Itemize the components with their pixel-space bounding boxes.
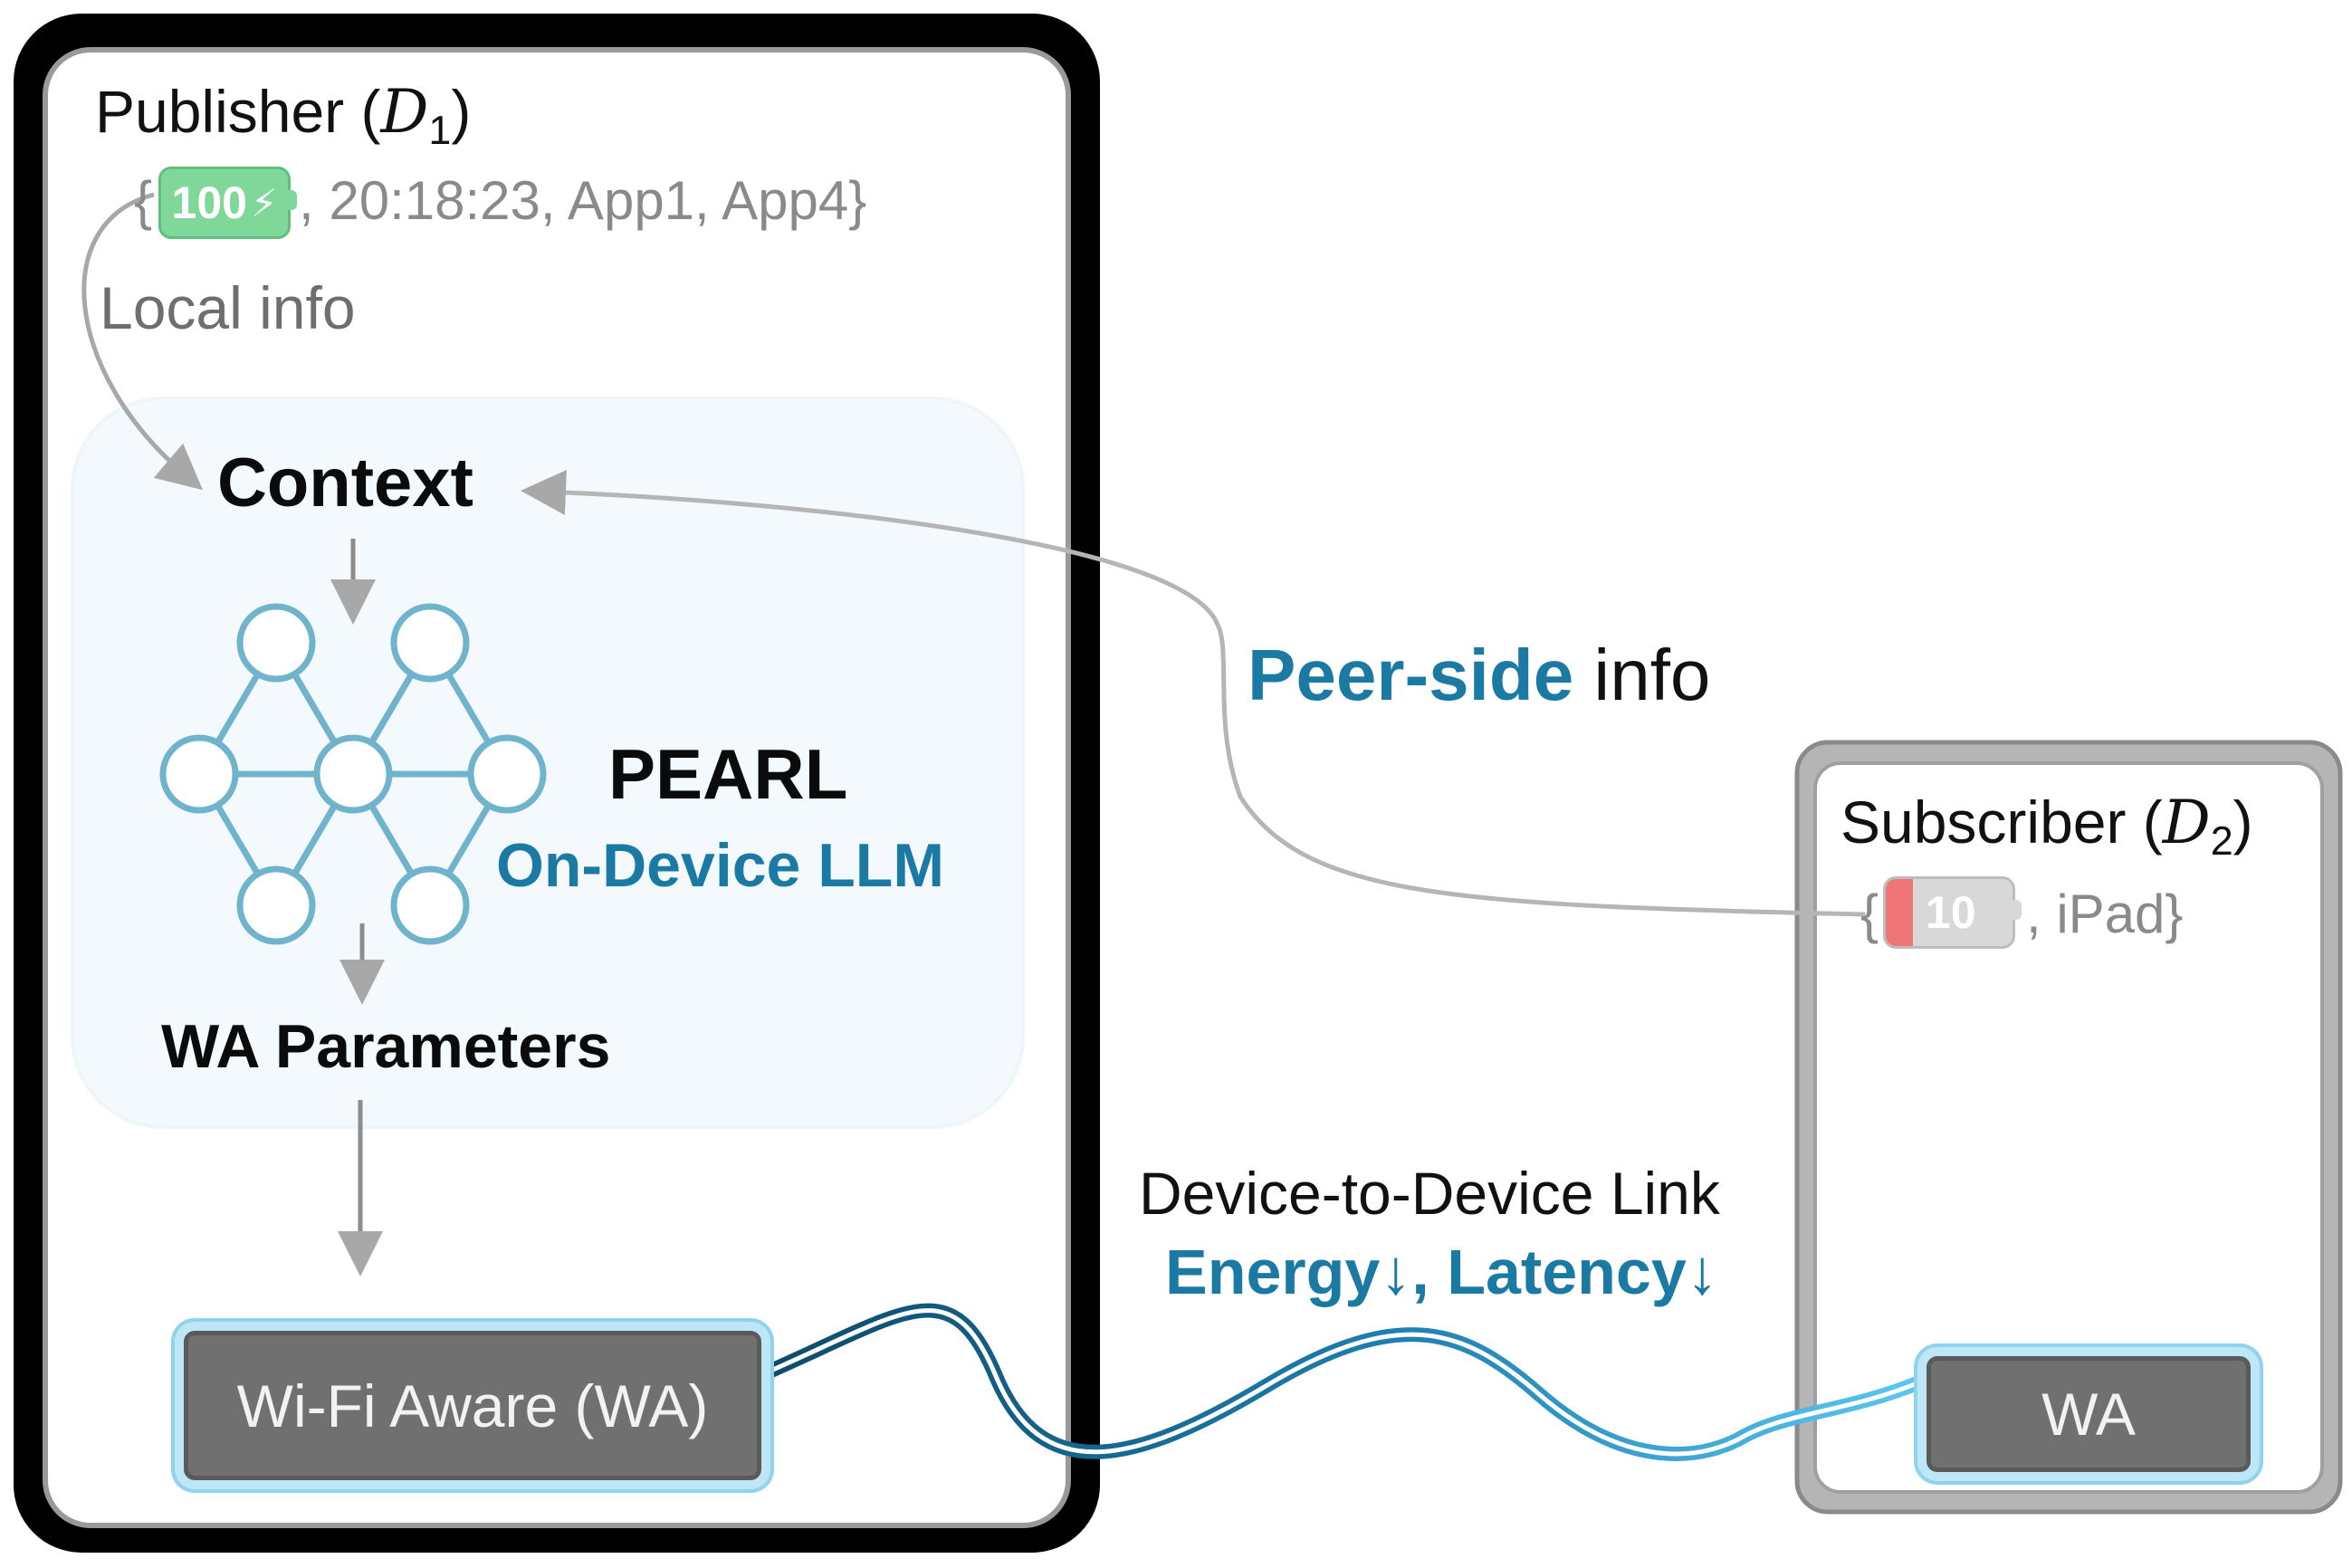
peer-info-arrow [521, 470, 1866, 917]
peer-info-accent: Peer-side [1248, 635, 1574, 715]
local-info-label: Local info [100, 274, 356, 341]
local-info-arrow [81, 192, 204, 491]
publisher-title-prefix: Publisher ( [95, 78, 381, 145]
d2d-link-label: Device-to-Device Link [1139, 1160, 1720, 1227]
neural-network-icon [159, 603, 547, 945]
subscriber-title-prefix: Subscriber ( [1840, 789, 2163, 856]
subscriber-title: Subscriber (D2) [1840, 788, 2253, 864]
peer-info-label: Peer-side info [1248, 634, 1710, 717]
publisher-battery: 100⚡ [158, 167, 291, 239]
publisher-battery-level: 100 [171, 177, 247, 228]
publisher-info-text: , 20:18:23, App1, App4} [299, 170, 867, 231]
publisher-title-suffix: ) [451, 78, 472, 145]
wa-parameters-label: WA Parameters [161, 1012, 611, 1081]
peer-info-rest: info [1573, 635, 1711, 715]
subscriber-var: D [2162, 788, 2211, 857]
pearl-label: PEARL [608, 734, 848, 814]
publisher-var: D [380, 77, 429, 147]
on-device-llm-label: On-Device LLM [496, 831, 944, 900]
subscriber-battery-fill [1886, 879, 1913, 946]
context-label: Context [217, 445, 473, 521]
publisher-sub: 1 [428, 107, 452, 154]
publisher-info-brace: { [134, 170, 153, 231]
subscriber-battery: 10 [1883, 876, 2015, 949]
subscriber-battery-cap [2013, 900, 2022, 920]
publisher-battery-cap [288, 190, 297, 210]
subscriber-info-brace: { [1860, 884, 1879, 944]
subscriber-wa-button[interactable]: WA [1927, 1356, 2251, 1472]
subscriber-info-text: , iPad} [2026, 884, 2184, 944]
publisher-title: Publisher (D1) [95, 77, 472, 153]
subscriber-sub: 2 [2210, 817, 2233, 865]
d2d-link-cable [755, 1303, 1923, 1461]
d2d-benefits-label: Energy↓, Latency↓ [1165, 1237, 1718, 1307]
charging-icon: ⚡ [250, 181, 278, 225]
subscriber-battery-level: 10 [1926, 887, 1976, 938]
llm-panel [71, 397, 1025, 1129]
publisher-wa-button[interactable]: Wi-Fi Aware (WA) [184, 1331, 761, 1480]
subscriber-title-suffix: ) [2232, 789, 2253, 856]
